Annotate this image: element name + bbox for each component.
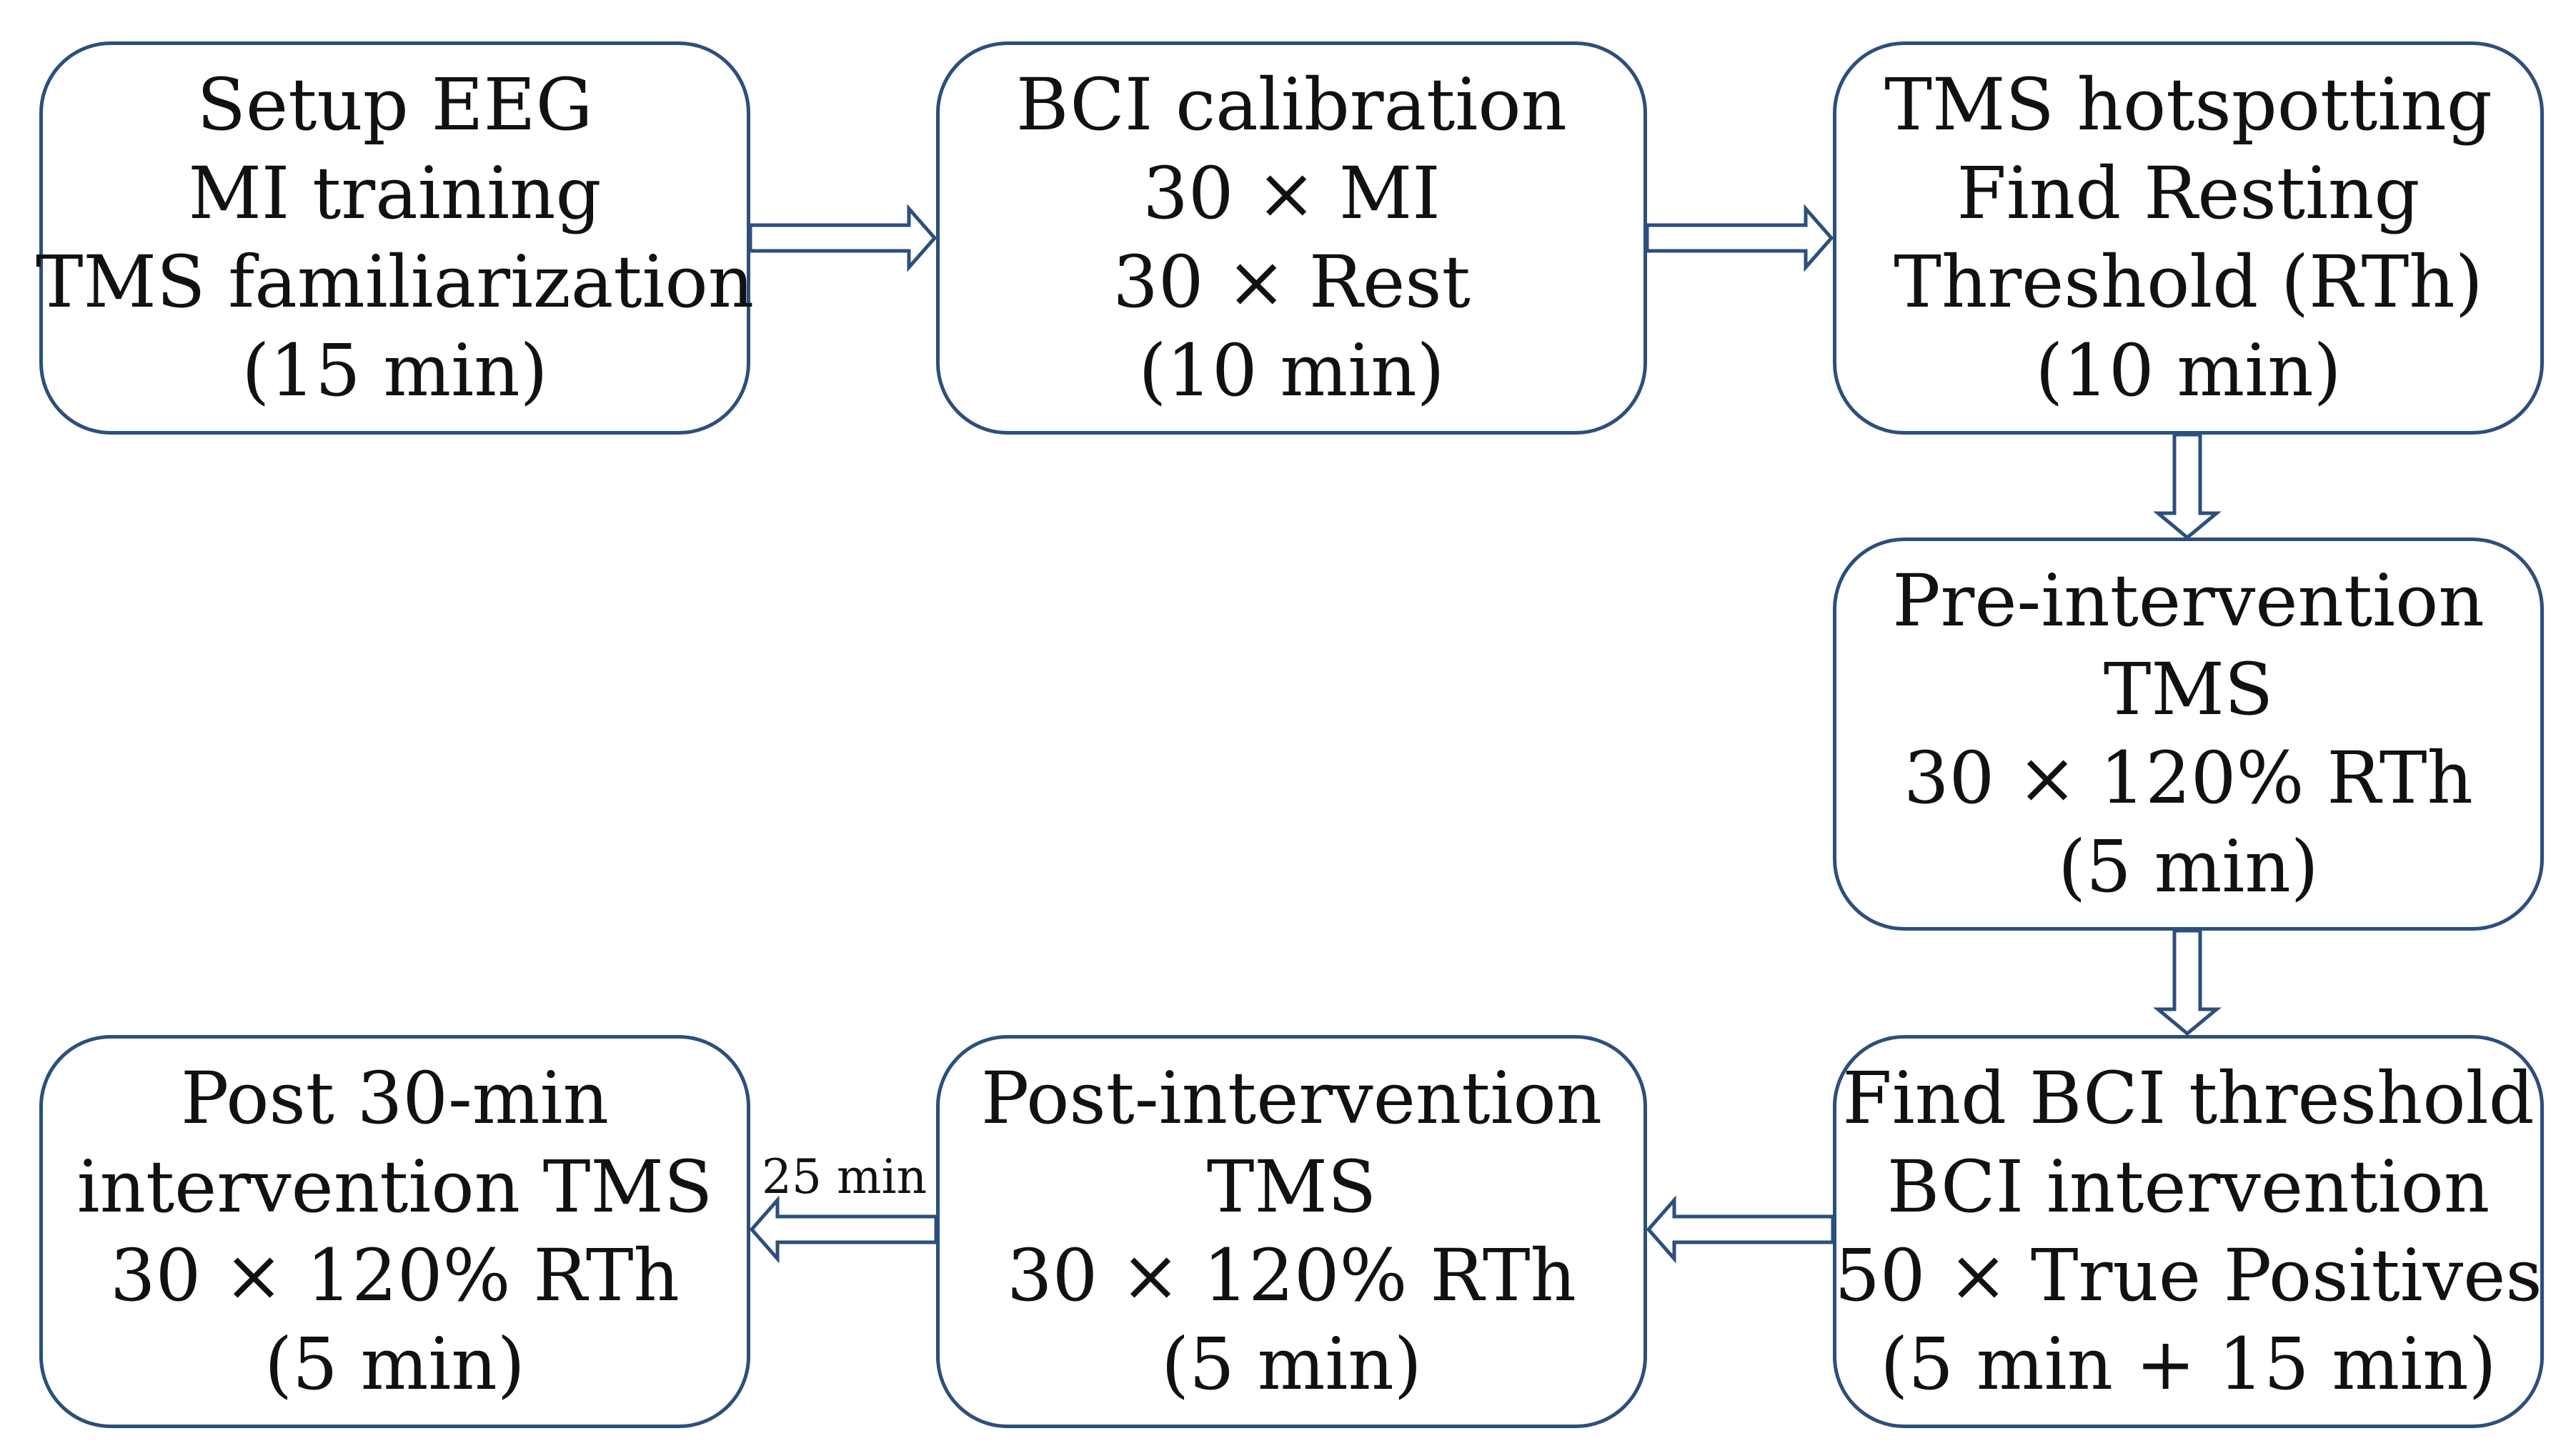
arrow-hotspotting-to-pre-intervention <box>2153 432 2222 540</box>
step-hotspotting-line-3: Threshold (RTh) <box>1894 240 2483 324</box>
arrow-setup-to-calibration <box>748 204 938 272</box>
step-hotspotting-line-4: (10 min) <box>2035 329 2342 412</box>
step-post-30-line-2: intervention TMS <box>76 1145 713 1229</box>
step-calibration-line-3: 30 × Rest <box>1113 240 1471 324</box>
arrow-bci-to-post-intervention <box>1646 1195 1835 1264</box>
step-bci-intervention-line-2: BCI intervention <box>1886 1145 2490 1229</box>
step-bci-intervention-box: Find BCI threshold BCI intervention 50 ×… <box>1833 1035 2544 1428</box>
step-setup-line-2: MI training <box>188 152 602 235</box>
step-setup-box: Setup EEG MI training TMS familiarizatio… <box>36 41 754 435</box>
step-setup-line-3: TMS familiarization <box>35 240 755 324</box>
arrow-label-gap: 25 min <box>762 1149 928 1204</box>
step-pre-intervention-line-2: TMS <box>2103 648 2274 731</box>
step-post-intervention-line-2: TMS <box>1206 1145 1377 1229</box>
step-calibration-line-2: 30 × MI <box>1143 152 1441 235</box>
step-setup-line-4: (15 min) <box>242 329 548 412</box>
arrow-pre-to-bci-intervention <box>2153 928 2222 1036</box>
step-calibration-box: BCI calibration 30 × MI 30 × Rest (10 mi… <box>936 41 1647 435</box>
step-pre-intervention-line-1: Pre-intervention <box>1892 559 2485 643</box>
step-hotspotting-box: TMS hotspotting Find Resting Threshold (… <box>1833 41 2544 435</box>
step-hotspotting-line-1: TMS hotspotting <box>1884 63 2492 147</box>
step-bci-intervention-line-4: (5 min + 15 min) <box>1880 1322 2497 1406</box>
step-bci-intervention-line-3: 50 × True Positives <box>1834 1234 2542 1317</box>
step-calibration-line-4: (10 min) <box>1138 329 1445 412</box>
step-setup-line-1: Setup EEG <box>197 63 593 147</box>
step-post-30-line-1: Post 30-min <box>181 1056 609 1140</box>
arrow-post-to-post-30 <box>749 1195 938 1264</box>
step-post-intervention-line-1: Post-intervention <box>980 1056 1603 1140</box>
step-post-intervention-box: Post-intervention TMS 30 × 120% RTh (5 m… <box>936 1035 1647 1428</box>
step-post-30-line-3: 30 × 120% RTh <box>110 1234 680 1317</box>
step-bci-intervention-line-1: Find BCI threshold <box>1842 1056 2535 1140</box>
step-post-intervention-line-4: (5 min) <box>1161 1322 1422 1406</box>
step-post-30-box: Post 30-min intervention TMS 30 × 120% R… <box>39 1035 750 1428</box>
step-calibration-line-1: BCI calibration <box>1016 63 1567 147</box>
step-pre-intervention-box: Pre-intervention TMS 30 × 120% RTh (5 mi… <box>1833 538 2544 931</box>
step-hotspotting-line-2: Find Resting <box>1956 152 2420 235</box>
step-pre-intervention-line-3: 30 × 120% RTh <box>1904 736 2473 820</box>
step-post-intervention-line-3: 30 × 120% RTh <box>1007 1234 1576 1317</box>
step-pre-intervention-line-4: (5 min) <box>2058 825 2319 908</box>
step-post-30-line-4: (5 min) <box>264 1322 525 1406</box>
arrow-calibration-to-hotspotting <box>1645 204 1834 272</box>
